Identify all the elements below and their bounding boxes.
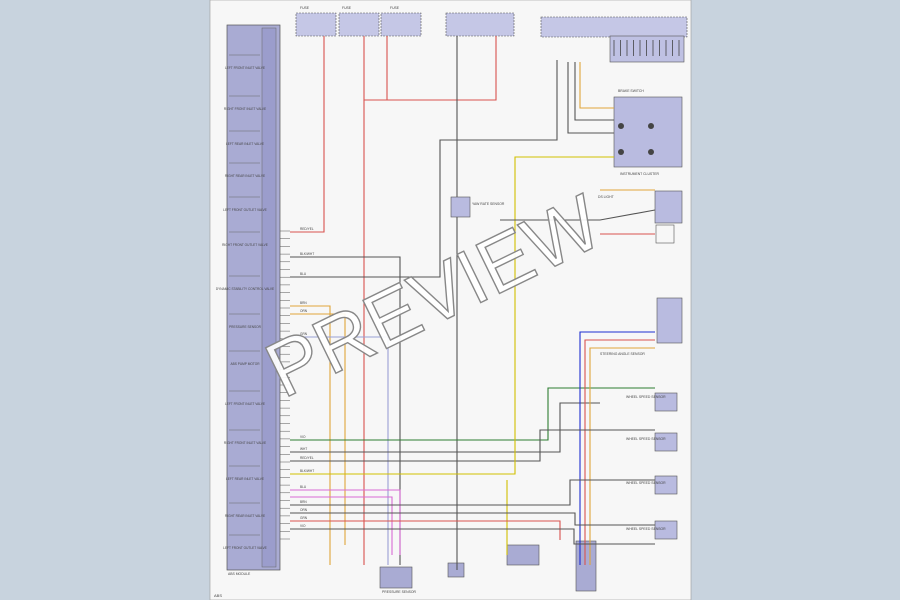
control-module-strip [261, 27, 277, 568]
indicator-lamp-1 [618, 123, 624, 129]
fine-print: FUSE FUSE FUSE BRAKE SWITCH INSTRUMENT CLUST… [228, 6, 666, 594]
wire-color-label: GRN [300, 332, 308, 336]
fuse-box-2 [338, 12, 380, 37]
component-label: INSTRUMENT CLUSTER [620, 172, 659, 176]
module-cells: LEFT FRONT INLET VALVE RIGHT FRONT INLET … [216, 54, 274, 550]
wire [290, 387, 655, 441]
module-cell-label: LEFT REAR INLET VALVE [226, 477, 264, 481]
wire-color-label: BLU [300, 485, 307, 489]
wire [579, 62, 614, 109]
wire [290, 60, 558, 278]
wire-color-label: BLU [300, 272, 307, 276]
module-cell-label: RIGHT FRONT INLET VALVE [224, 107, 266, 111]
wire [290, 305, 331, 565]
wire-color-label: VIO [300, 524, 306, 528]
module-cell-label: LEFT FRONT OUTLET VALVE [223, 546, 267, 550]
module-cell-label: LEFT FRONT INLET VALVE [225, 402, 265, 406]
wire [290, 528, 655, 545]
wire-color-label: ORN [300, 508, 308, 512]
module-cell-label: ABS PUMP MOTOR [230, 362, 260, 366]
indicator-lamp-3 [618, 149, 624, 155]
component-label: FUSE [390, 6, 400, 10]
connector-pins [280, 230, 290, 540]
wheel-speed-sensor-2 [654, 432, 678, 452]
component-label: WHEEL SPEED SENSOR [626, 481, 666, 485]
wire [574, 62, 614, 121]
wire [290, 479, 655, 506]
component-label: FUSE [300, 6, 310, 10]
wire-color-label: WHT [300, 447, 307, 451]
indicator-lamp-4 [648, 149, 654, 155]
corner-label: ABS [214, 593, 222, 598]
component-label: WHEEL SPEED SENSOR [626, 527, 666, 531]
wheel-speed-sensor-3 [654, 475, 678, 495]
module-cell-label: LEFT REAR INLET VALVE [226, 142, 264, 146]
indicator-lamp-2 [648, 123, 654, 129]
instrument-cluster [613, 96, 683, 168]
component-label: DS LIGHT [598, 195, 614, 199]
component-label: FUSE [342, 6, 352, 10]
wheel-speed-sensor-4 [654, 520, 678, 540]
wire-color-label: BRN [300, 301, 307, 305]
wire [290, 156, 614, 475]
module-cell-label: RIGHT REAR INLET VALVE [225, 514, 265, 518]
wire-color-label: RED/YEL [300, 227, 314, 231]
wire [589, 347, 655, 565]
pressure-sensor-box [379, 566, 413, 589]
wire [290, 429, 655, 462]
wire-color-label: GRN [300, 516, 308, 520]
wire [584, 339, 655, 565]
wire-color-label: BLK/WHT [300, 469, 314, 473]
wire [290, 36, 325, 233]
brake-light-switch [655, 224, 675, 244]
relay-pins [613, 40, 680, 56]
wire-color-label: ORN [300, 309, 308, 313]
fuse-box-3 [380, 12, 422, 37]
wire [290, 496, 393, 555]
wire [290, 512, 655, 526]
module-cell-label: DYNAMIC STABILITY CONTROL VALVE [216, 287, 274, 291]
wheel-speed-sensor-1 [654, 392, 678, 412]
wire-harness [290, 36, 656, 570]
component-label: STEERING ANGLE SENSOR [600, 352, 645, 356]
fuse-box-4 [445, 12, 515, 37]
yaw-rate-sensor [450, 196, 471, 218]
wire-color-label: BLK/WHT [300, 252, 314, 256]
brake-switch [654, 190, 683, 224]
wire [500, 209, 656, 221]
sensor-box-mid [447, 562, 465, 578]
sensor-box-bottom [506, 544, 540, 566]
relay-block [609, 35, 685, 63]
fuse-box-1 [295, 12, 337, 37]
module-cell-label: RIGHT FRONT OUTLET VALVE [222, 243, 268, 247]
component-label: ABS MODULE [228, 572, 251, 576]
wire [579, 331, 655, 565]
module-cell-label: RIGHT REAR INLET VALVE [225, 174, 265, 178]
fuse-box-5 [540, 16, 688, 38]
wire [290, 256, 401, 565]
component-label: BRAKE SWITCH [618, 89, 644, 93]
component-label: WHEEL SPEED SENSOR [626, 395, 666, 399]
component-label: PRESSURE SENSOR [382, 590, 416, 594]
component-label: WHEEL SPEED SENSOR [626, 437, 666, 441]
module-cell-label: LEFT FRONT INLET VALVE [225, 66, 265, 70]
wire [363, 36, 497, 101]
wire [567, 62, 614, 134]
wire [290, 313, 346, 545]
wire-color-label: BRN [300, 500, 307, 504]
module-cell-label: RIGHT FRONT INLET VALVE [224, 441, 266, 445]
module-cell-label: LEFT FRONT OUTLET VALVE [223, 208, 267, 212]
module-cell-label: PRESSURE SENSOR [229, 325, 262, 329]
steering-angle-sensor [656, 297, 683, 344]
wire [290, 489, 401, 555]
component-label: YAW RATE SENSOR [472, 202, 505, 206]
wire [290, 336, 389, 565]
wire-color-label: VIO [300, 435, 306, 439]
wire [290, 520, 561, 540]
wire-color-label: RED/YEL [300, 456, 314, 460]
control-box-bottom-right [575, 540, 597, 592]
